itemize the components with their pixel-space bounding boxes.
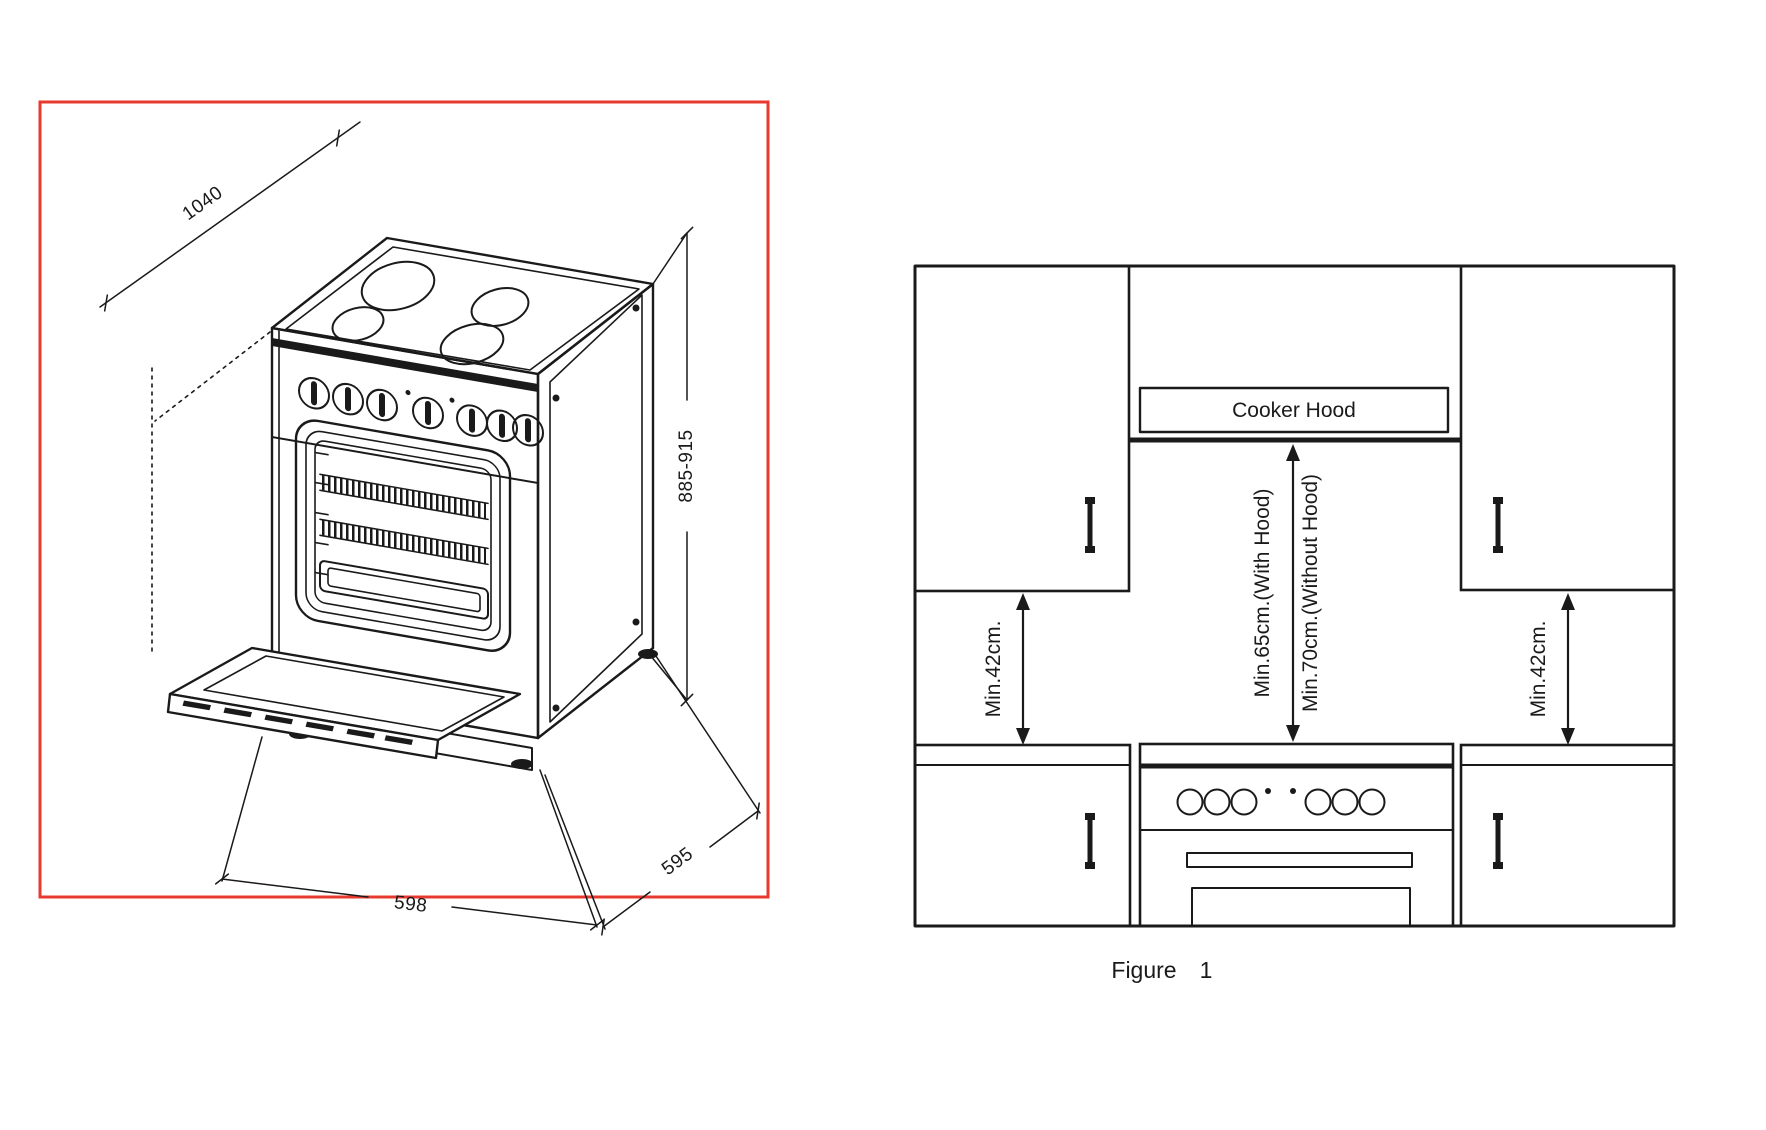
indicator-light <box>1290 788 1296 794</box>
oven-rack <box>319 473 489 521</box>
door-vent-slots <box>182 700 413 745</box>
control-knob <box>1304 788 1332 816</box>
indicator-light <box>1265 788 1271 794</box>
base-cabinet-right <box>1459 743 1676 928</box>
cooker-front-view <box>1138 742 1455 928</box>
cooker-hood-label: Cooker Hood <box>1232 399 1356 422</box>
control-knob <box>486 409 518 443</box>
center-clearance-arrow <box>1286 444 1300 742</box>
indicator-light <box>405 390 411 396</box>
kitchen-elevation-figure: Cooker Hood Min.65cm.(With Hood) Min.70c… <box>913 264 1676 983</box>
burner-circle <box>360 260 436 312</box>
burner-circle <box>331 306 385 342</box>
indicator-light <box>449 397 455 403</box>
right-clearance-arrow <box>1561 593 1575 745</box>
dim-label-depth: 595 <box>658 843 697 880</box>
left-clearance-label: Min.42cm. <box>982 621 1005 718</box>
left-clearance-arrow <box>1016 593 1030 745</box>
oven-door-window <box>1191 887 1411 927</box>
dim-label-width: 598 <box>393 892 429 917</box>
oven-door-handle <box>1186 852 1413 868</box>
baking-tray <box>319 560 489 620</box>
dimension-depth: 595 <box>544 655 761 936</box>
dimension-height: 885-915 <box>649 226 697 707</box>
oven-rack <box>319 518 489 566</box>
right-clearance-label: Min.42cm. <box>1527 621 1550 718</box>
with-hood-clearance-label: Min.65cm.(With Hood) <box>1251 489 1274 698</box>
control-knob <box>1230 788 1258 816</box>
cabinet-handle <box>1085 813 1095 869</box>
caption-number: 1 <box>1200 957 1213 983</box>
cooker-hood-box <box>1138 386 1450 434</box>
dim-label-depth-open: 1040 <box>179 182 227 225</box>
oven-cavity <box>294 419 512 652</box>
control-knob <box>456 404 488 437</box>
cabinet-handle <box>1493 813 1503 869</box>
cabinet-handle <box>1085 497 1095 553</box>
dim-label-height: 885-915 <box>676 429 697 502</box>
control-knob <box>1203 788 1231 816</box>
oven-door-open <box>166 646 522 760</box>
control-knob <box>1358 788 1386 816</box>
burner-circle <box>439 322 505 366</box>
control-knob <box>332 382 364 416</box>
wall-cabinet-right <box>1459 264 1676 592</box>
base-cabinet-left <box>913 743 1132 928</box>
wall-cabinet-left <box>913 264 1131 593</box>
figure-caption: Figure 1 <box>1111 957 1212 983</box>
control-knob <box>1176 788 1204 816</box>
control-knob <box>1331 788 1359 816</box>
cooker-front-face <box>270 326 544 740</box>
dimension-width: 598 <box>214 736 605 931</box>
caption-word: Figure <box>1111 957 1176 983</box>
control-knobs <box>298 377 544 447</box>
cooker-isometric-figure: 1040 885-915 598 <box>38 100 770 936</box>
control-knob <box>366 388 398 422</box>
control-panel-bottom <box>272 436 538 485</box>
red-border-box <box>38 100 770 899</box>
front-right-foot <box>511 759 533 769</box>
cabinet-handle <box>1493 497 1503 553</box>
control-knob <box>512 414 544 447</box>
without-hood-clearance-label: Min.70cm.(Without Hood) <box>1299 474 1322 712</box>
burner-circle <box>470 287 530 327</box>
control-knob <box>412 396 444 430</box>
control-knob <box>298 377 330 410</box>
cooktop-edge-band <box>272 338 538 393</box>
